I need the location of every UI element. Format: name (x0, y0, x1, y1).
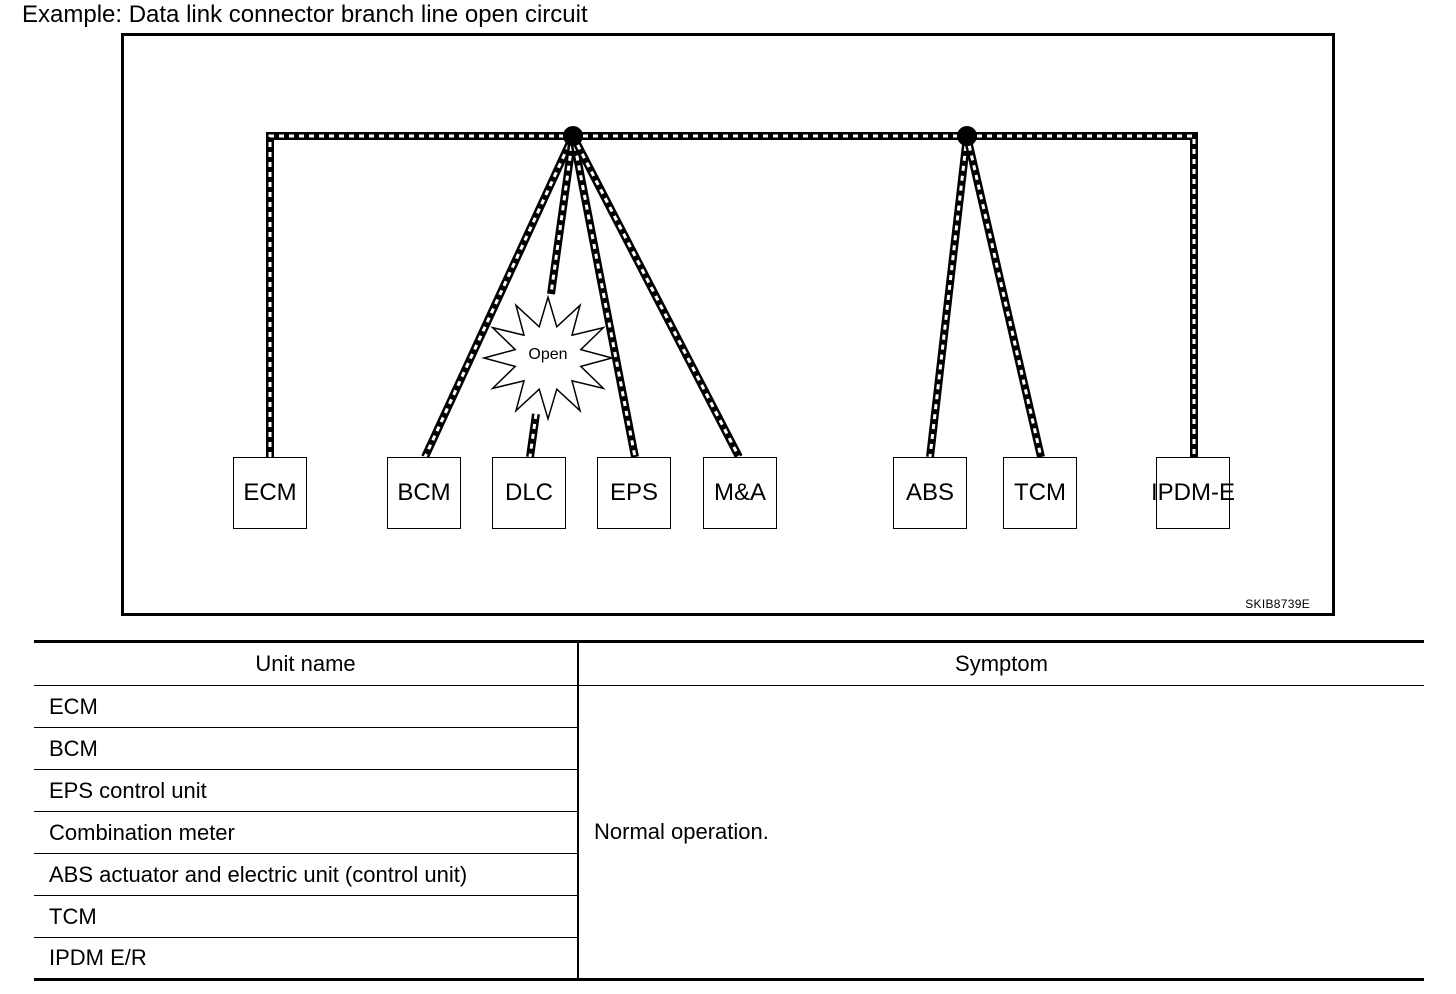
wire-eps-stripe (571, 135, 637, 458)
open-circuit-label: Open (528, 346, 568, 363)
wire-bcm-stripe (423, 135, 575, 458)
wire-ecm-stripe (268, 134, 573, 457)
unit-name-cell: ABS actuator and electric unit (control … (34, 853, 578, 896)
header-symptom: Symptom (577, 641, 1424, 686)
table-row: TCM (34, 895, 1424, 938)
table-row: ECM Normal operation. (34, 685, 1424, 980)
table-header-row: Unit name Symptom (34, 641, 1424, 686)
wire-dlc-upper-stripe (549, 135, 575, 295)
unit-name-cell: TCM (34, 895, 578, 938)
can-bus-diagram: ECM BCM DLC EPS M&A ABS TCM IPDM-E Open … (121, 33, 1335, 616)
junction-node-1 (563, 126, 583, 146)
unit-name-cell: ECM (34, 685, 578, 728)
unit-box-abs: ABS (893, 457, 967, 529)
table-row: ABS actuator and electric unit (control … (34, 853, 1424, 896)
unit-name-cell: EPS control unit (34, 769, 578, 812)
table-row: IPDM E/R (34, 938, 1424, 980)
junction-node-2 (957, 126, 977, 146)
unit-box-ecm: ECM (233, 457, 307, 529)
unit-box-eps: EPS (597, 457, 671, 529)
wire-tcm-stripe (965, 135, 1043, 458)
wire-abs-stripe (928, 135, 969, 458)
header-unit-name: Unit name (34, 641, 578, 686)
unit-name-cell: BCM (34, 727, 578, 770)
wire-m-and-a-stripe (571, 135, 741, 458)
symptom-cell: Normal operation. (577, 685, 1424, 980)
wire-ecm (266, 132, 573, 457)
table-row: BCM (34, 727, 1424, 770)
table-row: EPS control unit (34, 769, 1424, 812)
page-title: Example: Data link connector branch line… (22, 1, 588, 28)
unit-name-cell: Combination meter (34, 811, 578, 854)
unit-box-m-and-a: M&A (703, 457, 777, 529)
wire-dlc-lower-stripe (528, 413, 538, 458)
unit-box-ipdm-e: IPDM-E (1151, 457, 1235, 529)
unit-box-tcm: TCM (1003, 457, 1077, 529)
unit-box-dlc: DLC (492, 457, 566, 529)
symptom-table: Unit name Symptom ECM Normal operation. … (34, 640, 1424, 981)
unit-name-cell: IPDM E/R (49, 945, 147, 970)
wiring-layer (266, 126, 1198, 459)
table-row: Combination meter (34, 811, 1424, 854)
unit-box-bcm: BCM (387, 457, 461, 529)
figure-reference-code: SKIB8739E (1245, 597, 1310, 611)
wire-ipdm-e-stripe (967, 134, 1196, 457)
open-circuit-burst-icon (481, 294, 615, 422)
